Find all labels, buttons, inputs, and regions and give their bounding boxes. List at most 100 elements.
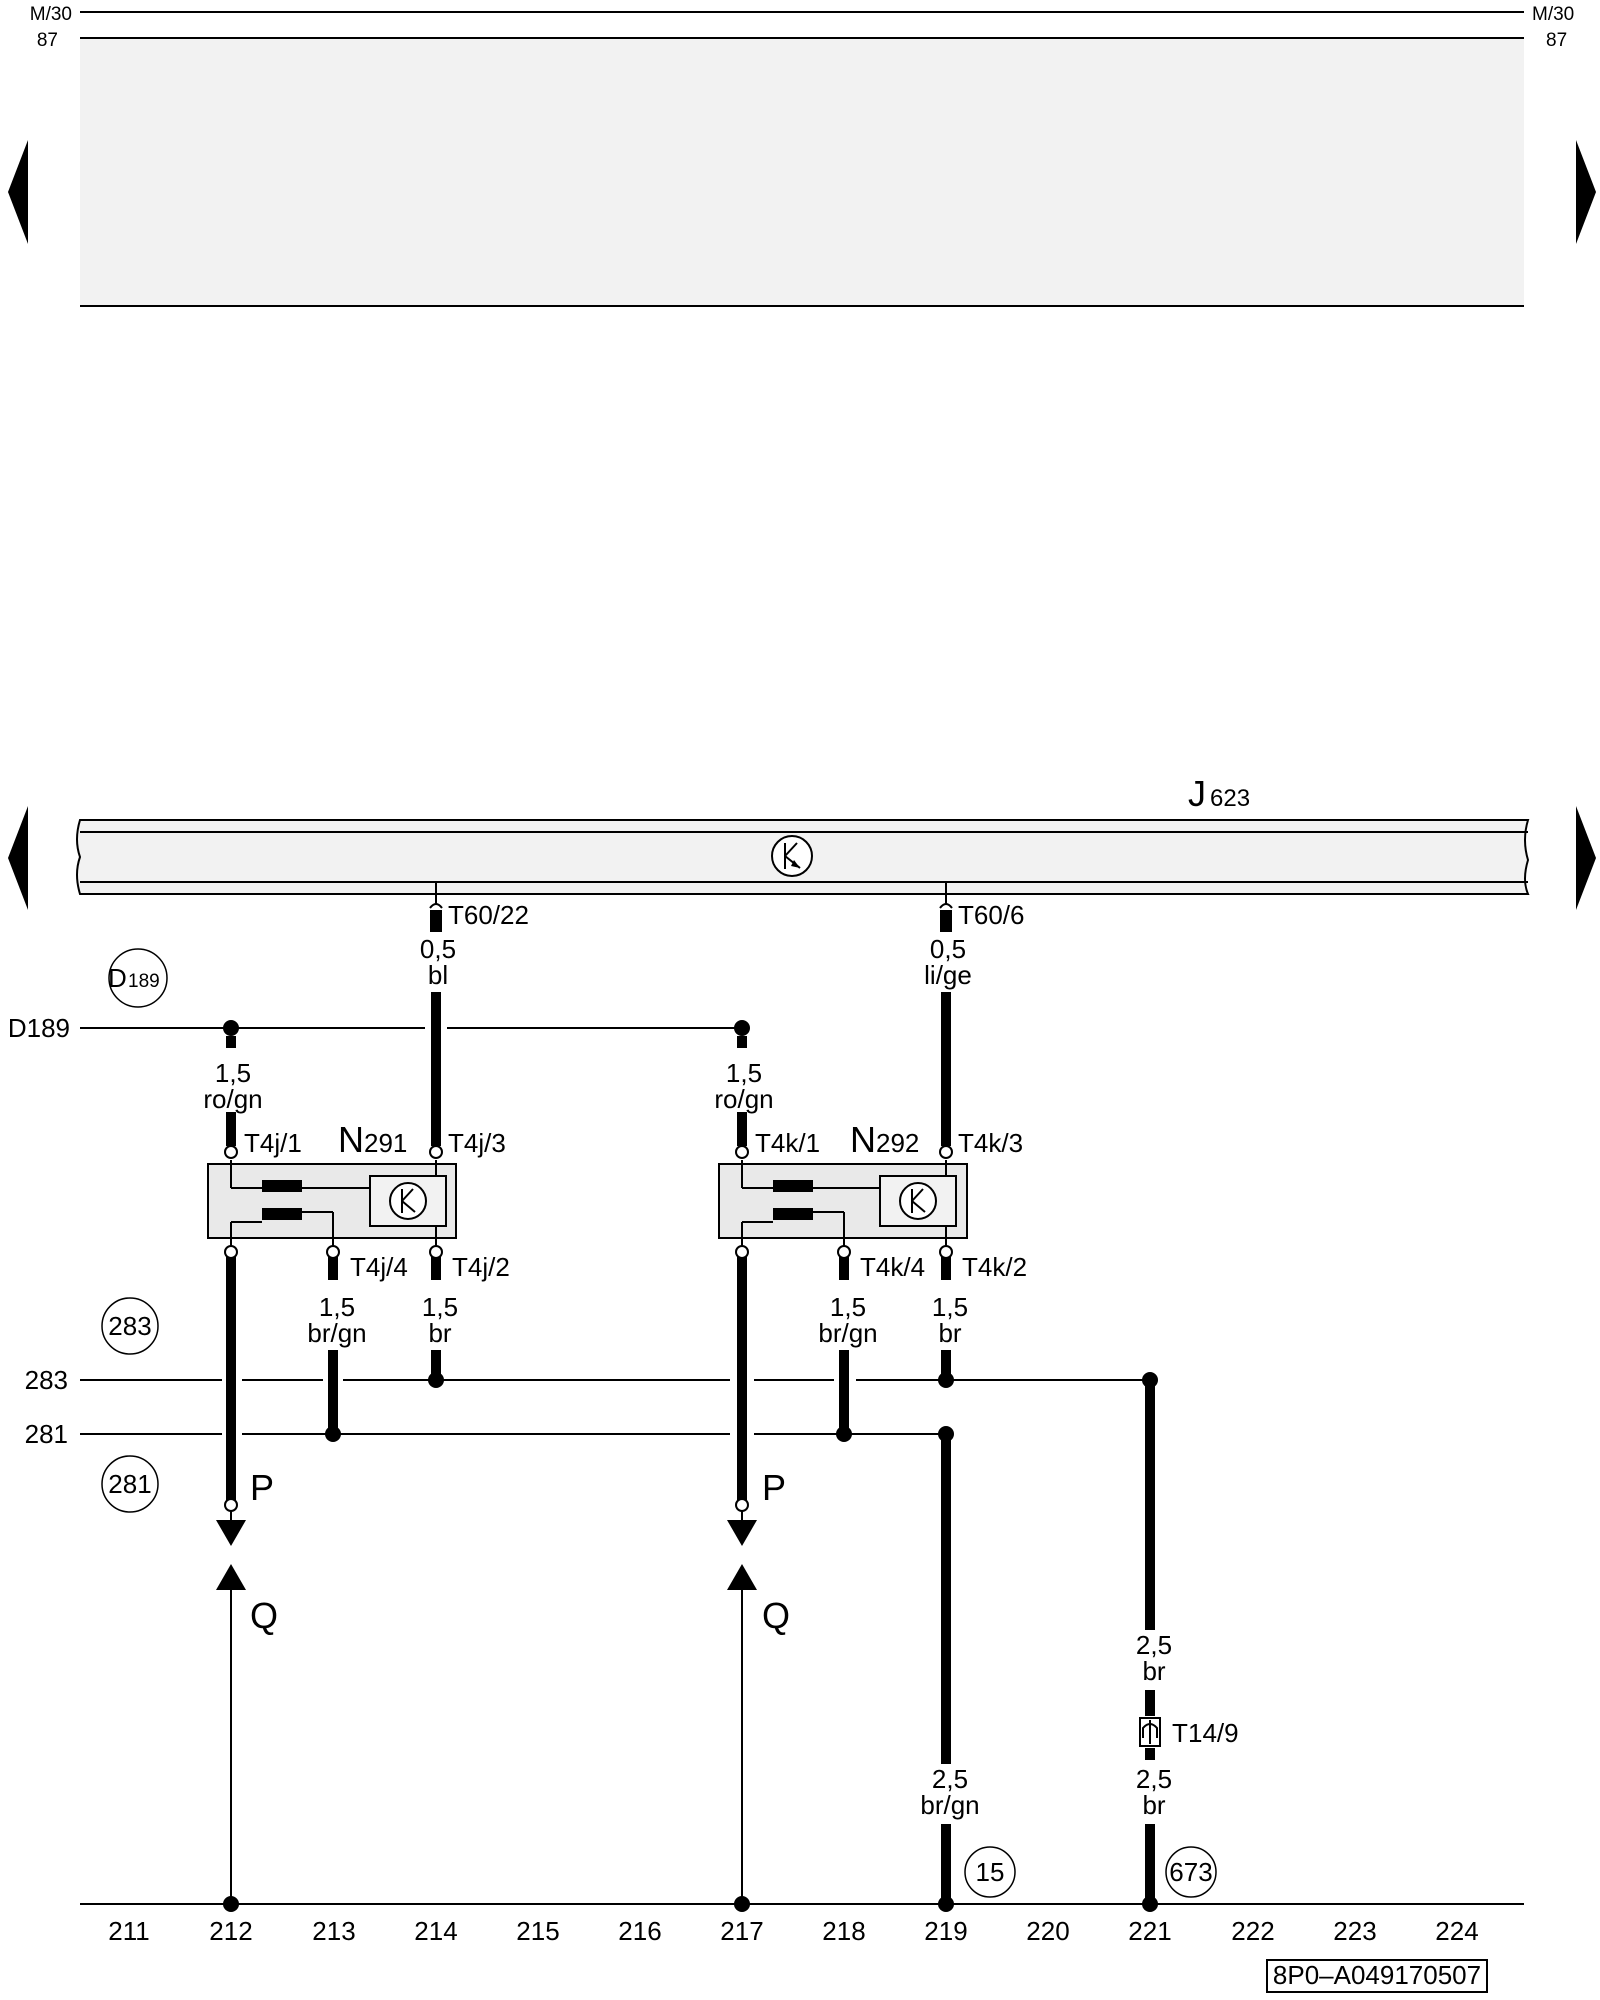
label-87-right: 87	[1546, 30, 1567, 51]
ref-circle-281	[101, 1455, 159, 1513]
label-t4k-3: T4k/3	[958, 1128, 1023, 1158]
wire-219-size: 2,5	[932, 1764, 968, 1794]
label-q-left: Q	[250, 1595, 278, 1636]
arrow-q-right-icon	[727, 1564, 757, 1590]
n292-coil-bottom	[773, 1208, 813, 1220]
n292-coil-top	[773, 1180, 813, 1192]
label-p-right: P	[762, 1467, 786, 1508]
label-t606: T60/6	[958, 900, 1025, 930]
label-bus-281: 281	[25, 1419, 68, 1449]
n291-letter: N	[338, 1119, 364, 1160]
label-t4j-1: T4j/1	[244, 1128, 302, 1158]
doc-id: 8P0–A049170507	[1273, 1960, 1481, 1990]
arrow-p-left-icon	[216, 1520, 246, 1546]
n292-valve: N 292 T4k/1 T4k/3 T4k/4 T4k/2	[718, 1119, 1027, 1282]
label-t4j-3: T4j/3	[448, 1128, 506, 1158]
wire-n292-1-color: ro/gn	[714, 1084, 773, 1114]
top-panel-fill	[80, 38, 1524, 306]
ground-bus: 15 673 211 212 213 214 215 216 217 218 2…	[80, 1846, 1524, 1993]
wire-n292-4-size: 1,5	[830, 1292, 866, 1322]
label-bus-283: 283	[25, 1365, 68, 1395]
label-t14-num: 14/9	[1188, 1718, 1239, 1748]
j623-control-unit: J 623	[8, 773, 1596, 910]
wire-219-color: br/gn	[920, 1790, 979, 1820]
page-arrow-left-top-icon[interactable]	[8, 140, 28, 244]
track-number: 214	[414, 1916, 457, 1946]
continuation-arrows: P P Q Q	[216, 1467, 790, 1904]
ref-281: 281	[108, 1469, 151, 1499]
top-fuse-panel: M/30 87 M/30 87	[8, 4, 1596, 307]
track-number: 215	[516, 1916, 559, 1946]
wire-t606-color: li/ge	[924, 960, 972, 990]
label-m30-right: M/30	[1532, 4, 1574, 25]
wire-n291-4-color: br/gn	[307, 1318, 366, 1348]
buses: D189 D 189 283 283 281 281	[8, 948, 1158, 1513]
wire-n292-2-color: br	[938, 1318, 961, 1348]
label-t14-letter: T	[1172, 1718, 1188, 1748]
wire-n291-1-size: 1,5	[215, 1058, 251, 1088]
track-number: 221	[1128, 1916, 1171, 1946]
track-number: 213	[312, 1916, 355, 1946]
current-track-numbers: 211 212 213 214 215 216 217 218 219 220 …	[108, 1916, 1478, 1946]
label-t6022: T60/22	[448, 900, 529, 930]
label-t4k-4: T4k/4	[860, 1252, 925, 1282]
doc-id-box	[1266, 1959, 1488, 1993]
n291-coil-top	[262, 1180, 302, 1192]
ref-d189-letter: D	[108, 963, 127, 993]
n291-transistor-icon	[389, 1182, 427, 1220]
j623-transistor-icon	[771, 835, 813, 877]
wire-t6022-color: bl	[428, 960, 448, 990]
label-87-left: 87	[37, 30, 58, 51]
arrow-p-right-icon	[727, 1520, 757, 1546]
wire-n292-1-size: 1,5	[726, 1058, 762, 1088]
ref-673: 673	[1169, 1857, 1212, 1887]
ref-circle-673	[1165, 1846, 1217, 1898]
page-arrow-left-bottom-icon[interactable]	[8, 806, 28, 910]
label-q-right: Q	[762, 1595, 790, 1636]
ref-circle-d189	[108, 948, 168, 1008]
ref-d189-num: 189	[128, 971, 160, 992]
track-number: 216	[618, 1916, 661, 1946]
wires: 1,5 ro/gn 1,5 ro/gn 1,5 br/gn 1,5 br 1,5…	[203, 992, 1239, 1904]
connector-t606	[940, 910, 952, 932]
track-number: 224	[1435, 1916, 1478, 1946]
label-t4j-2: T4j/2	[452, 1252, 510, 1282]
ref-circle-283	[101, 1297, 159, 1355]
track-number: 220	[1026, 1916, 1069, 1946]
n291-coil-bottom	[262, 1208, 302, 1220]
n292-number: 292	[876, 1128, 919, 1158]
j623-number: 623	[1210, 785, 1250, 812]
wire-221b-size: 2,5	[1136, 1764, 1172, 1794]
n291-number: 291	[364, 1128, 407, 1158]
ref-15: 15	[976, 1857, 1005, 1887]
track-number: 222	[1231, 1916, 1274, 1946]
label-bus-d189: D189	[8, 1013, 70, 1043]
track-number: 223	[1333, 1916, 1376, 1946]
ref-circle-15	[964, 1846, 1016, 1898]
wire-221a-color: br	[1142, 1656, 1165, 1686]
wire-221a-size: 2,5	[1136, 1630, 1172, 1660]
wire-n291-4-size: 1,5	[319, 1292, 355, 1322]
j623-letter: J	[1188, 773, 1206, 814]
page-arrow-right-top-icon[interactable]	[1576, 140, 1596, 244]
label-t4k-2: T4k/2	[962, 1252, 1027, 1282]
j623-pins: T60/22 T60/6 0,5 bl 0,5 li/ge	[420, 882, 1025, 990]
connector-t6022	[430, 910, 442, 932]
track-number: 212	[209, 1916, 252, 1946]
label-t4k-1: T4k/1	[755, 1128, 820, 1158]
wire-n292-2-size: 1,5	[932, 1292, 968, 1322]
ref-283: 283	[108, 1311, 151, 1341]
arrow-q-left-icon	[216, 1564, 246, 1590]
wire-t6022-size: 0,5	[420, 934, 456, 964]
wire-n291-2-size: 1,5	[422, 1292, 458, 1322]
track-number: 219	[924, 1916, 967, 1946]
track-number: 218	[822, 1916, 865, 1946]
n292-transistor-icon	[899, 1182, 937, 1220]
wire-221b-color: br	[1142, 1790, 1165, 1820]
track-number: 217	[720, 1916, 763, 1946]
n291-valve: N 291 T4j/1 T4j/3 T4j/4 T4j/2	[207, 1119, 510, 1282]
wire-t606-size: 0,5	[930, 934, 966, 964]
page-arrow-right-bottom-icon[interactable]	[1576, 806, 1596, 910]
wire-n292-4-color: br/gn	[818, 1318, 877, 1348]
